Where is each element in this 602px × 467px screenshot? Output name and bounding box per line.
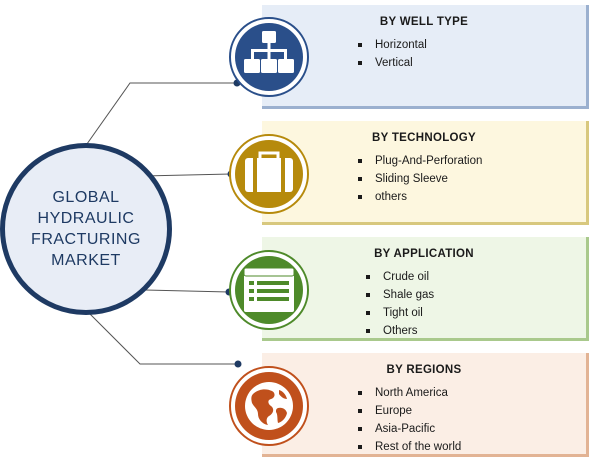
org-chart-icon	[235, 23, 303, 91]
segment-item: Others	[366, 322, 434, 340]
hub-title-line-2: HYDRAULIC	[37, 210, 135, 227]
connector-dot-regions	[234, 360, 242, 368]
briefcase-icon	[235, 140, 303, 208]
connector-well-type	[81, 82, 237, 152]
form-icon	[235, 256, 303, 324]
market-hub: GLOBAL HYDRAULIC FRACTURING MARKET	[0, 143, 172, 315]
segment-item-list: Plug-And-Perforation Sliding Sleeve othe…	[358, 152, 482, 206]
segment-title: BY WELL TYPE	[379, 16, 469, 28]
segment-item: Rest of the world	[358, 438, 461, 456]
segment-item: others	[358, 188, 482, 206]
segment-panel-well-type: BY WELL TYPE Horizontal Vertical	[262, 5, 589, 109]
globe-icon	[235, 372, 303, 440]
segment-item: North America	[358, 384, 461, 402]
segment-item: Horizontal	[358, 36, 427, 54]
segment-item: Europe	[358, 402, 461, 420]
segment-item-list: Horizontal Vertical	[358, 36, 427, 72]
segment-item: Plug-And-Perforation	[358, 152, 482, 170]
segment-item: Asia-Pacific	[358, 420, 461, 438]
segment-item: Vertical	[358, 54, 427, 72]
segment-panel-application: BY APPLICATION Crude oil Shale gas Tight…	[262, 237, 589, 341]
segment-icon-ring-technology	[229, 134, 309, 214]
connector-regions	[85, 309, 238, 365]
segment-panel-regions: BY REGIONS North America Europe Asia-Pac…	[262, 353, 589, 457]
connector-application	[144, 289, 230, 293]
segment-item-list: North America Europe Asia-Pacific Rest o…	[358, 384, 461, 456]
segment-item: Crude oil	[366, 268, 434, 286]
hub-title-line-3: FRACTURING	[31, 231, 141, 248]
segment-title: BY REGIONS	[386, 364, 462, 376]
segment-item: Sliding Sleeve	[358, 170, 482, 188]
hub-title-line-4: MARKET	[51, 252, 121, 269]
segment-title: BY APPLICATION	[374, 248, 474, 260]
segment-icon-ring-regions	[229, 366, 309, 446]
connector-technology	[142, 173, 232, 177]
segment-icon-ring-well-type	[229, 17, 309, 97]
segment-item: Tight oil	[366, 304, 434, 322]
hub-title-line-1: GLOBAL	[52, 189, 120, 206]
segment-title: BY TECHNOLOGY	[371, 132, 476, 144]
segment-icon-ring-application	[229, 250, 309, 330]
segment-item-list: Crude oil Shale gas Tight oil Others	[366, 268, 434, 340]
segment-panel-technology: BY TECHNOLOGY Plug-And-Perforation Slidi…	[262, 121, 589, 225]
segment-item: Shale gas	[366, 286, 434, 304]
